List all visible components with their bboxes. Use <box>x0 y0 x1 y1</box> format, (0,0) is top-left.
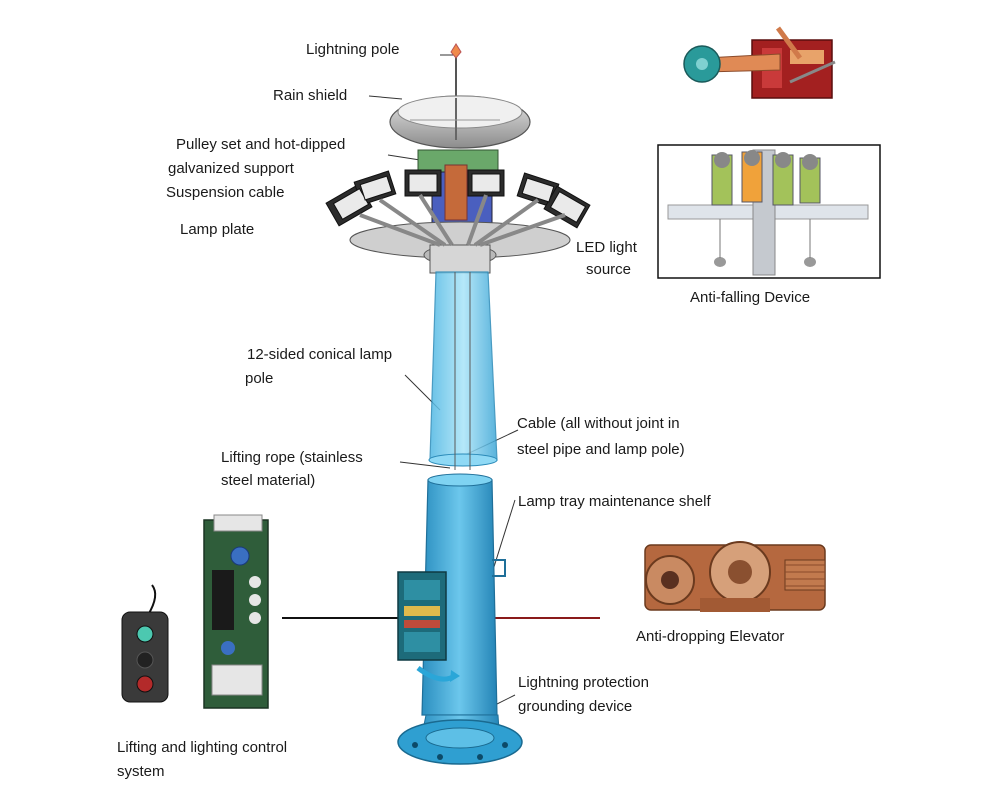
label-pole-line1: 12-sided conical lamp <box>247 346 393 363</box>
label-control-line2: system <box>117 763 165 780</box>
control-circuit-board <box>203 514 269 709</box>
lamp-plate <box>349 221 571 274</box>
label-cable-line2: steel pipe and lamp pole) <box>517 441 685 458</box>
anti-dropping-elevator <box>644 541 826 612</box>
lightning-pole <box>450 43 462 98</box>
label-grounding-line2: grounding device <box>518 698 633 715</box>
label-lightning-pole: Lightning pole <box>306 41 400 58</box>
control-pendant <box>121 584 169 703</box>
anti-falling-latch <box>683 26 836 99</box>
label-pole-line2: pole <box>245 370 274 387</box>
conical-pole <box>428 271 498 470</box>
label-rain-shield: Rain shield <box>273 87 348 104</box>
label-rope-line1: Lifting rope (stainless <box>221 449 363 466</box>
label-grounding-line1: Lightning protection <box>518 674 649 691</box>
label-maintenance-shelf: Lamp tray maintenance shelf <box>518 493 711 510</box>
label-rope-line2: steel material) <box>221 472 316 489</box>
base-flange <box>397 719 523 765</box>
label-cable-line1: Cable (all without joint in <box>517 415 680 432</box>
anti-falling-device-box <box>657 144 881 279</box>
lamp-arms <box>359 193 566 247</box>
led-lamps <box>325 169 591 229</box>
label-led-line1: LED light <box>576 239 637 256</box>
label-pulley-set-line2: galvanized support <box>168 160 294 177</box>
label-anti-dropping-elevator: Anti-dropping Elevator <box>636 628 785 645</box>
rain-shield <box>389 95 531 149</box>
label-lamp-plate: Lamp plate <box>180 221 255 238</box>
label-led-line2: source <box>586 261 632 278</box>
electrical-panel <box>397 571 460 682</box>
label-anti-falling-device: Anti-falling Device <box>690 289 811 306</box>
label-suspension-cable: Suspension cable <box>166 184 285 201</box>
label-control-line1: Lifting and lighting control <box>117 739 288 756</box>
label-pulley-set-line1: Pulley set and hot-dipped <box>176 136 346 153</box>
